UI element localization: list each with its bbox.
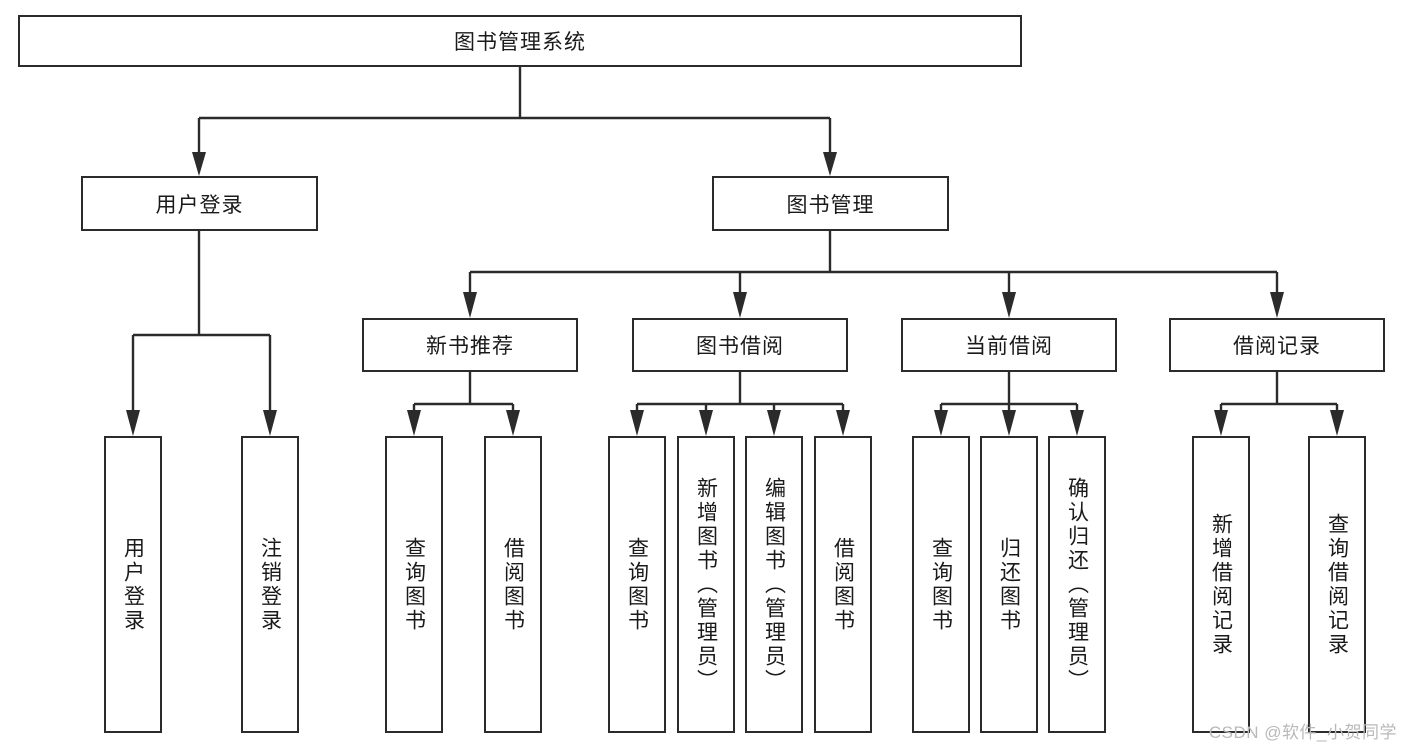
node-leaf-user-login-label: 用户登录 xyxy=(121,536,145,633)
node-leaf-edit-book-label: 编辑图书（管理员） xyxy=(762,476,786,693)
arrow-userlogin-child-1 xyxy=(126,410,140,436)
node-leaf-return-book[interactable]: 归还图书 xyxy=(980,436,1038,733)
arrow-current-child-1 xyxy=(934,410,948,436)
arrow-newbook-child-2 xyxy=(506,410,520,436)
node-leaf-borrow-book-1[interactable]: 借阅图书 xyxy=(484,436,542,733)
node-leaf-add-borrow-record-label: 新增借阅记录 xyxy=(1209,512,1233,657)
node-current-borrow[interactable]: 当前借阅 xyxy=(901,318,1117,372)
node-user-login[interactable]: 用户登录 xyxy=(81,176,318,231)
node-user-login-label: 用户登录 xyxy=(155,193,244,217)
node-leaf-query-book-2[interactable]: 查询图书 xyxy=(608,436,666,733)
arrow-borrow-child-3 xyxy=(767,410,781,436)
node-leaf-query-book-3-label: 查询图书 xyxy=(929,536,953,633)
node-leaf-borrow-book-2-label: 借阅图书 xyxy=(831,536,855,633)
arrow-bookmgmt-child-4 xyxy=(1270,292,1284,318)
node-leaf-query-borrow-record-label: 查询借阅记录 xyxy=(1325,512,1349,657)
arrow-record-child-2 xyxy=(1330,410,1344,436)
node-leaf-user-login[interactable]: 用户登录 xyxy=(104,436,162,733)
node-leaf-add-borrow-record[interactable]: 新增借阅记录 xyxy=(1192,436,1250,733)
node-book-borrow-label: 图书借阅 xyxy=(696,335,784,358)
node-new-book-recommend[interactable]: 新书推荐 xyxy=(362,318,578,372)
node-new-book-recommend-label: 新书推荐 xyxy=(426,335,514,358)
node-leaf-borrow-book-2[interactable]: 借阅图书 xyxy=(814,436,872,733)
node-root-label: 图书管理系统 xyxy=(454,31,586,54)
arrow-borrow-child-2 xyxy=(699,410,713,436)
arrow-record-child-1 xyxy=(1214,410,1228,436)
node-book-management[interactable]: 图书管理 xyxy=(712,176,949,231)
node-leaf-confirm-return-label: 确认归还（管理员） xyxy=(1065,476,1089,693)
node-leaf-add-book[interactable]: 新增图书（管理员） xyxy=(677,436,735,733)
csdn-watermark: CSDN @软件_小贺同学 xyxy=(1208,723,1397,742)
node-leaf-confirm-return[interactable]: 确认归还（管理员） xyxy=(1048,436,1106,733)
arrow-borrow-child-1 xyxy=(630,410,644,436)
node-book-borrow[interactable]: 图书借阅 xyxy=(632,318,848,372)
node-leaf-query-book-1[interactable]: 查询图书 xyxy=(385,436,443,733)
arrow-newbook-child-1 xyxy=(407,410,421,436)
node-borrow-record[interactable]: 借阅记录 xyxy=(1169,318,1385,372)
arrow-root-to-user-login xyxy=(192,152,206,176)
node-leaf-borrow-book-1-label: 借阅图书 xyxy=(501,536,525,633)
node-leaf-query-book-2-label: 查询图书 xyxy=(625,536,649,633)
arrow-userlogin-child-2 xyxy=(263,410,277,436)
arrow-borrow-child-4 xyxy=(836,410,850,436)
node-leaf-add-book-label: 新增图书（管理员） xyxy=(694,476,718,693)
arrow-bookmgmt-child-3 xyxy=(1002,292,1016,318)
arrow-bookmgmt-child-2 xyxy=(733,292,747,318)
arrow-current-child-3 xyxy=(1070,410,1084,436)
arrow-bookmgmt-child-1 xyxy=(463,292,477,318)
node-leaf-query-book-3[interactable]: 查询图书 xyxy=(912,436,970,733)
arrow-root-to-book-mgmt xyxy=(823,152,837,176)
node-leaf-logout[interactable]: 注销登录 xyxy=(241,436,299,733)
arrow-current-child-2 xyxy=(1002,410,1016,436)
node-leaf-query-book-1-label: 查询图书 xyxy=(402,536,426,633)
node-leaf-logout-label: 注销登录 xyxy=(258,536,282,633)
node-leaf-edit-book[interactable]: 编辑图书（管理员） xyxy=(745,436,803,733)
node-leaf-return-book-label: 归还图书 xyxy=(997,536,1021,633)
node-current-borrow-label: 当前借阅 xyxy=(965,335,1053,358)
node-book-management-label: 图书管理 xyxy=(786,193,875,217)
node-leaf-query-borrow-record[interactable]: 查询借阅记录 xyxy=(1308,436,1366,733)
node-borrow-record-label: 借阅记录 xyxy=(1233,335,1321,358)
node-root[interactable]: 图书管理系统 xyxy=(18,15,1022,67)
